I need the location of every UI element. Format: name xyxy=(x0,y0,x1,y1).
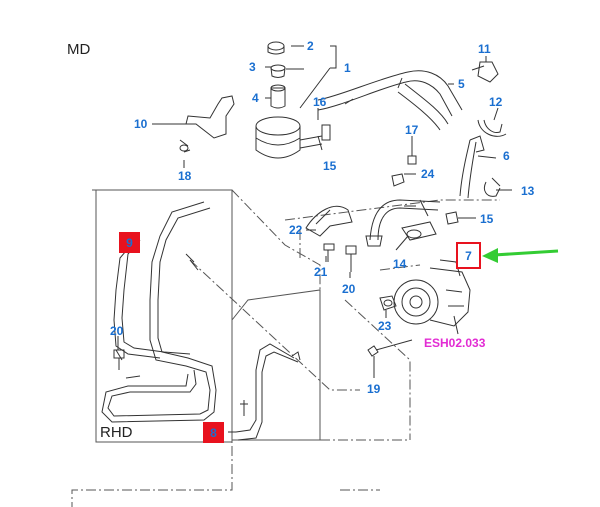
callout-10: 10 xyxy=(134,117,148,131)
callout-24: 24 xyxy=(421,167,435,181)
callout-13: 13 xyxy=(521,184,535,198)
callout-9-highlight: 9 xyxy=(119,232,140,253)
pump-body xyxy=(393,259,471,327)
green-arrow xyxy=(482,248,559,263)
reservoir-assembly xyxy=(255,41,331,159)
callout-1: 1 xyxy=(344,61,351,75)
rhd-pipes xyxy=(101,201,217,423)
callout-19: 19 xyxy=(367,382,381,396)
callout-20-main: 20 xyxy=(342,282,356,296)
callout-12: 12 xyxy=(489,95,503,109)
callout-8-highlight: 8 xyxy=(203,422,224,443)
callout-16: 16 xyxy=(313,95,327,109)
callout-22: 22 xyxy=(289,223,303,237)
rhd-pipe-inner xyxy=(235,343,301,441)
callout-3: 3 xyxy=(249,60,256,74)
callout-17: 17 xyxy=(405,123,419,137)
callout-7: 7 xyxy=(465,248,472,263)
callout-11: 11 xyxy=(478,42,491,56)
callout-9: 9 xyxy=(126,235,133,250)
callout-15-right: 15 xyxy=(480,212,494,226)
callout-2: 2 xyxy=(307,39,314,53)
callout-20-inset: 20 xyxy=(110,324,124,338)
callout-6: 6 xyxy=(503,149,510,163)
callout-7-highlight: 7 xyxy=(456,242,481,269)
model-label: MD xyxy=(67,41,91,58)
callout-15-top: 15 xyxy=(323,159,337,173)
reference-code: ESH02.033 xyxy=(424,336,486,350)
callout-21: 21 xyxy=(314,265,328,279)
callout-14: 14 xyxy=(393,257,407,271)
callout-23: 23 xyxy=(378,319,392,333)
callout-8: 8 xyxy=(210,425,217,440)
rhd-label: RHD xyxy=(100,424,133,441)
callout-5: 5 xyxy=(458,77,465,91)
callout-4: 4 xyxy=(252,91,259,105)
callout-18: 18 xyxy=(178,169,192,183)
